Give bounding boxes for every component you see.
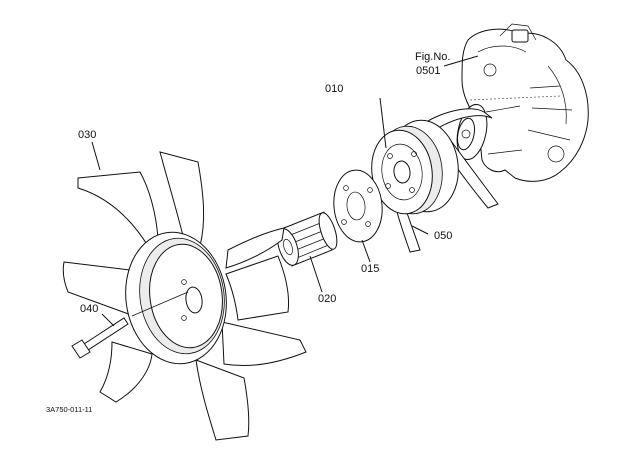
part-label-010: 010: [325, 83, 343, 95]
part-label-040: 040: [80, 303, 98, 315]
bolt-040: [71, 291, 189, 359]
fan-spacer-020: [277, 211, 338, 267]
flange-plate-015: [333, 169, 383, 243]
drawing-code-label: 3A750-011-11: [46, 405, 92, 414]
part-label-050: 050: [434, 230, 452, 242]
leader-lines: [91, 55, 479, 327]
part-label-015: 015: [361, 263, 379, 275]
water-pump-housing: [456, 23, 589, 182]
fig-num-label: 0501: [416, 65, 440, 77]
fan-pulley-010: [371, 119, 459, 215]
fig-ref-label: Fig.No.: [415, 51, 450, 63]
part-label-020: 020: [318, 293, 336, 305]
part-label-030: 030: [78, 129, 96, 141]
cooling-fan-030: [62, 151, 307, 441]
